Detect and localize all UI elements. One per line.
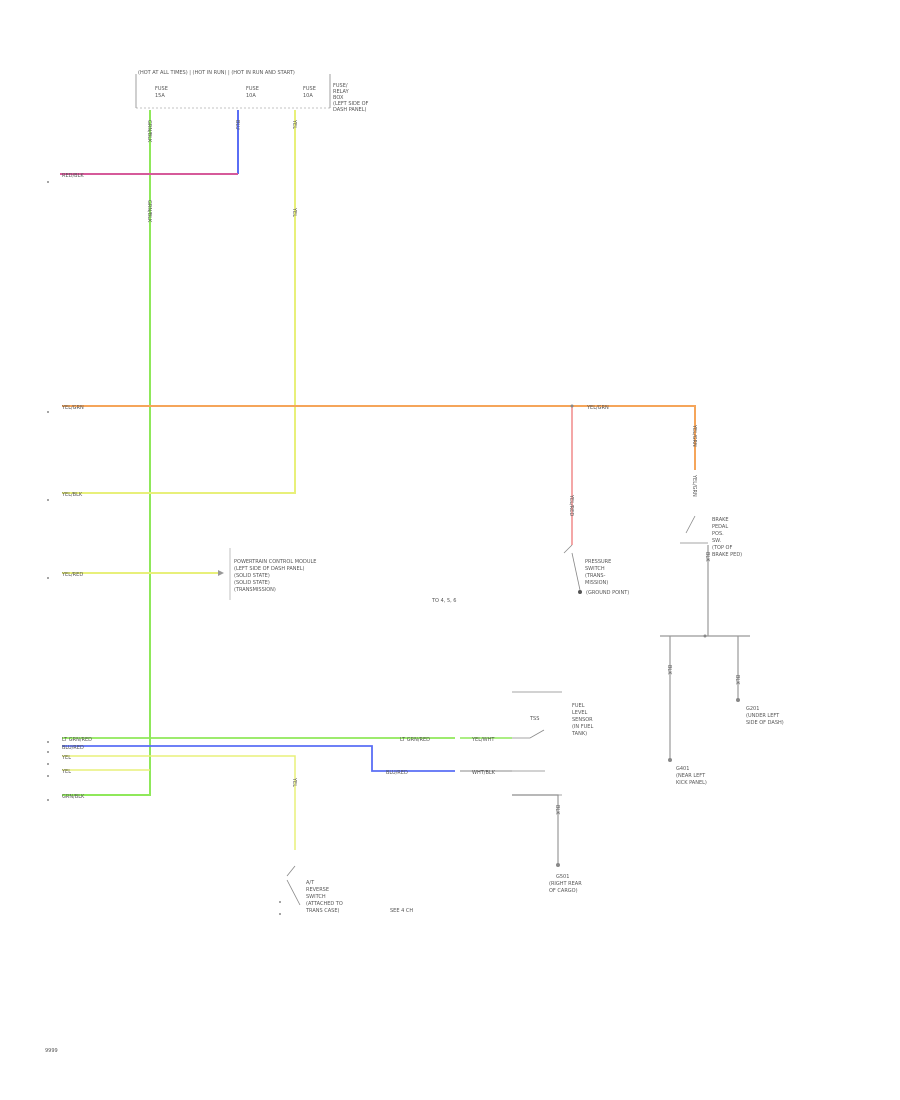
pcm-note-1: POWERTRAIN CONTROL MODULE xyxy=(234,559,316,565)
fuel-sensor-label-5: TANK) xyxy=(571,731,587,737)
ground-point-label: (GROUND POINT) xyxy=(586,590,629,596)
pressure-switch-label-1: PRESSURE xyxy=(585,559,611,565)
wire-label-blk-left: BLK xyxy=(666,665,672,675)
pcm-sheet-ref: TO 4, 5, 6 xyxy=(431,598,456,604)
fuse2-label: FUSE xyxy=(246,86,259,92)
ground-bottom: G501 (RIGHT REAR OF CARGO) xyxy=(549,874,582,894)
ground-left: G401 (NEAR LEFT KICK PANEL) xyxy=(676,766,707,786)
reverse-switch-label-4: (ATTACHED TO xyxy=(306,901,343,907)
brake-switch-label-1: BRAKE xyxy=(712,517,729,523)
ground-right-label-1: G201 xyxy=(746,706,759,712)
wire-label-yel-1: YEL xyxy=(61,755,71,761)
fuel-sensor-label-4: (IN FUEL xyxy=(572,724,593,730)
wire-label-yel-2: YEL xyxy=(61,769,71,775)
page-id: 9999 xyxy=(45,1048,58,1054)
fuse-box: (HOT AT ALL TIMES) | (HOT IN RUN) | (HOT… xyxy=(135,70,369,113)
reverse-switch-label-3: SWITCH xyxy=(306,894,326,900)
vertical-wire-labels: GRN/BLK GRN/BLK BLU YEL YEL YEL/GRN YEL/… xyxy=(146,119,740,815)
ground-left-label-2: (NEAR LEFT xyxy=(676,773,706,779)
wire-label-lt-grn-red-right: LT GRN/RED xyxy=(400,737,430,743)
ground-bottom-label-2: (RIGHT REAR xyxy=(549,881,582,887)
brake-switch-label-6: BRAKE PED) xyxy=(712,552,742,558)
wire-label-grn-blk-top: GRN/BLK xyxy=(146,120,152,143)
wire-label-yel-grn: YEL/GRN xyxy=(61,405,84,411)
reverse-switch-label-5: TRANS CASE) xyxy=(305,908,339,914)
ground-bottom-label-1: G501 xyxy=(556,874,569,880)
ground-right-label-2: (UNDER LEFT xyxy=(746,713,780,719)
ground-right: G201 (UNDER LEFT SIDE OF DASH) xyxy=(746,706,784,726)
ground-bottom-label-3: OF CARGO) xyxy=(549,888,578,894)
brake-switch-label-2: PEDAL xyxy=(712,524,728,530)
fuse-box-note-5: DASH PANEL) xyxy=(333,107,367,113)
pressure-switch-label-4: MISSION) xyxy=(585,580,608,586)
wire-label-yel-wht: YEL/WHT xyxy=(471,737,495,743)
pcm-note-2: (LEFT SIDE OF DASH PANEL) xyxy=(234,566,304,572)
wires xyxy=(60,110,750,865)
reverse-switch-label-2: REVERSE xyxy=(306,887,329,893)
wire-label-blk-bottom: BLK xyxy=(554,805,560,815)
wire-label-wht-blk: WHT/BLK xyxy=(472,770,496,776)
fuse1-label: FUSE xyxy=(155,86,168,92)
wire-label-grn-blk: GRN/BLK xyxy=(62,794,85,800)
wire-label-blk-vertical: BLK xyxy=(704,552,710,562)
wire-label-red-blk: RED/BLK xyxy=(62,173,84,179)
fuel-sensor-label-3: SENSOR xyxy=(572,717,593,723)
fuse-box-note-3: BOX xyxy=(333,95,344,101)
wire-label-yel-low: YEL xyxy=(291,777,297,787)
pcm-reference: POWERTRAIN CONTROL MODULE (LEFT SIDE OF … xyxy=(218,548,456,604)
pressure-switch-label-3: (TRANS- xyxy=(585,573,606,579)
fuse3-label: FUSE xyxy=(303,86,316,92)
reverse-sheet-ref: SEE 4 CH xyxy=(390,908,413,914)
wire-label-yel-mid: YEL xyxy=(291,207,297,217)
pressure-switch-label-2: SWITCH xyxy=(585,566,605,572)
fuse-box-header: (HOT AT ALL TIMES) | (HOT IN RUN) | (HOT… xyxy=(138,70,295,76)
brake-switch: BRAKE PEDAL POS. SW. (TOP OF BRAKE PED) xyxy=(680,515,742,558)
wire-label-yel-grn-vertical: YEL/GRN xyxy=(691,474,697,497)
pcm-note-5: (TRANSMISSION) xyxy=(234,587,276,593)
wire-label-lt-grn-red: LT GRN/RED xyxy=(62,737,92,743)
fuse2-amp: 10A xyxy=(246,93,256,99)
fuse1-amp: 15A xyxy=(155,93,165,99)
fuse3-amp: 10A xyxy=(303,93,313,99)
reverse-switch: A/T REVERSE SWITCH (ATTACHED TO TRANS CA… xyxy=(279,865,413,915)
horizontal-wire-labels: RED/BLK YEL/GRN YEL/GRN YEL/BLK YEL/RED … xyxy=(61,173,609,800)
wire-label-yel-grn-right: YEL/GRN xyxy=(691,424,697,447)
fuse-box-note-1: FUSE/ xyxy=(333,83,348,89)
wire-label-blu-red: BLU/RED xyxy=(62,745,84,751)
fuel-sensor-label-2: LEVEL xyxy=(572,710,588,716)
wire-label-yel-grn-right-seg: YEL/GRN xyxy=(586,405,609,411)
brake-switch-label-5: (TOP OF xyxy=(712,545,732,551)
fuse-box-note-4: (LEFT SIDE OF xyxy=(333,101,369,107)
wire-label-grn-blk-mid: GRN/BLK xyxy=(146,200,152,223)
reverse-switch-label-1: A/T xyxy=(306,880,315,886)
wire-label-blu: BLU xyxy=(234,120,240,130)
fuel-level-sensor: TSS FUEL LEVEL SENSOR (IN FUEL TANK) xyxy=(512,691,593,796)
wire-label-yel-top: YEL xyxy=(291,119,297,129)
pcm-note-4: (SOLID STATE) xyxy=(234,580,270,586)
brake-switch-label-3: POS. xyxy=(712,531,724,537)
fuse-box-note-2: RELAY xyxy=(333,89,350,95)
wire-label-yel-red: YEL/RED xyxy=(61,572,83,578)
wire-label-blk-right: BLK xyxy=(734,675,740,685)
ground-left-label-1: G401 xyxy=(676,766,689,772)
fuel-sensor-label-1: FUEL xyxy=(572,703,585,709)
pressure-switch: PRESSURE SWITCH (TRANS- MISSION) (GROUND… xyxy=(563,544,629,596)
ground-left-label-3: KICK PANEL) xyxy=(676,780,707,786)
wire-label-red-vertical: YEL/RED xyxy=(568,494,574,516)
connector-markers xyxy=(47,181,740,867)
wire-label-blu-red-right: BLU/RED xyxy=(386,770,408,776)
fuel-sensor-top-label: TSS xyxy=(529,716,539,722)
ground-right-label-3: SIDE OF DASH) xyxy=(746,720,784,726)
pcm-note-3: (SOLID STATE) xyxy=(234,573,270,579)
brake-switch-label-4: SW. xyxy=(712,538,722,544)
wire-label-yel-blk: YEL/BLK xyxy=(61,492,83,498)
